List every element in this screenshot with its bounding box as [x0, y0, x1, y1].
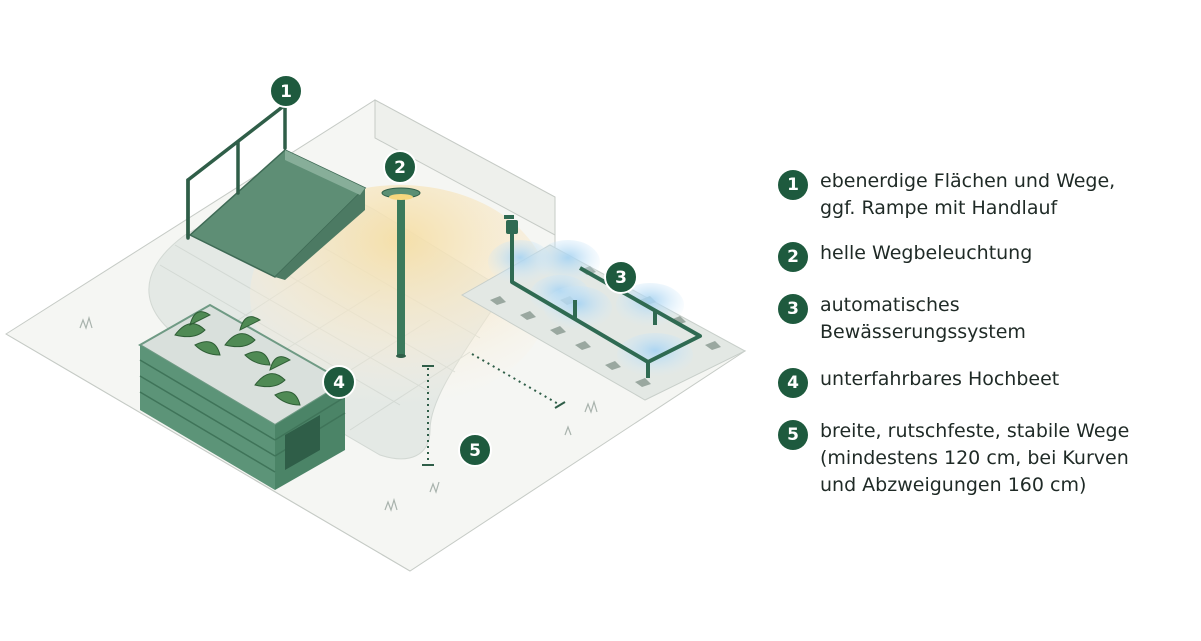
scene-badge-circle [383, 150, 417, 184]
legend-item-4: 4 unterfahrbares Hochbeet [778, 366, 1059, 398]
legend-line: und Abzweigungen 160 cm) [820, 474, 1087, 496]
handrail [186, 101, 287, 240]
legend-line: helle Wegbeleuchtung [820, 242, 1033, 264]
grass-tufts [79, 315, 598, 512]
legend-item-1: 1 ebenerdige Flächen und Wege, ggf. Rampe … [778, 168, 1115, 222]
legend-badge-1: 1 [778, 170, 808, 200]
lamp-post [381, 187, 421, 358]
legend-line: unterfahrbares Hochbeet [820, 368, 1060, 390]
legend-text-1: ebenerdige Flächen und Wege, ggf. Rampe m… [820, 168, 1115, 222]
scene-badge-label: 5 [469, 441, 481, 461]
scene-badge-3: 3 [604, 260, 638, 294]
legend-item-5: 5 breite, rutschfeste, stabile Wege (minde… [778, 418, 1129, 499]
legend-text-5: breite, rutschfeste, stabile Wege (mindes… [820, 418, 1129, 499]
scene-badge-label: 4 [333, 373, 345, 393]
legend-line: (mindestens 120 cm, bei Kurven [820, 447, 1129, 469]
legend-badge-4: 4 [778, 368, 808, 398]
scene-badge-label: 1 [280, 82, 292, 102]
legend-text-2: helle Wegbeleuchtung [820, 240, 1032, 267]
legend-line: ggf. Rampe mit Handlauf [820, 197, 1058, 219]
scene-badge-label: 3 [615, 268, 627, 288]
scene-badge-label: 2 [394, 158, 406, 178]
legend-line: ebenerdige Flächen und Wege, [820, 170, 1116, 192]
legend-line: automatisches [820, 294, 960, 316]
scene-badge-5: 5 [458, 433, 492, 467]
irrigation-pipe [510, 220, 702, 378]
legend-badge-3: 3 [778, 294, 808, 324]
scene-badge-circle [269, 74, 303, 108]
legend-badge-5: 5 [778, 420, 808, 450]
water-tap [504, 215, 518, 234]
scene-badge-circle [458, 433, 492, 467]
legend-text-4: unterfahrbares Hochbeet [820, 366, 1059, 393]
scene-badge-1: 1 [269, 74, 303, 108]
scene-badge-4: 4 [322, 365, 356, 399]
scene-badge-2: 2 [383, 150, 417, 184]
legend-line: Bewässerungssystem [820, 321, 1026, 343]
ramp [188, 149, 367, 280]
scene-badge-circle [604, 260, 638, 294]
scene-badge-circle [322, 365, 356, 399]
legend-item-2: 2 helle Wegbeleuchtung [778, 240, 1032, 272]
legend-badge-2: 2 [778, 242, 808, 272]
fern-plants [174, 311, 301, 406]
path-width-marker [427, 353, 561, 462]
legend-line: breite, rutschfeste, stabile Wege [820, 420, 1130, 442]
